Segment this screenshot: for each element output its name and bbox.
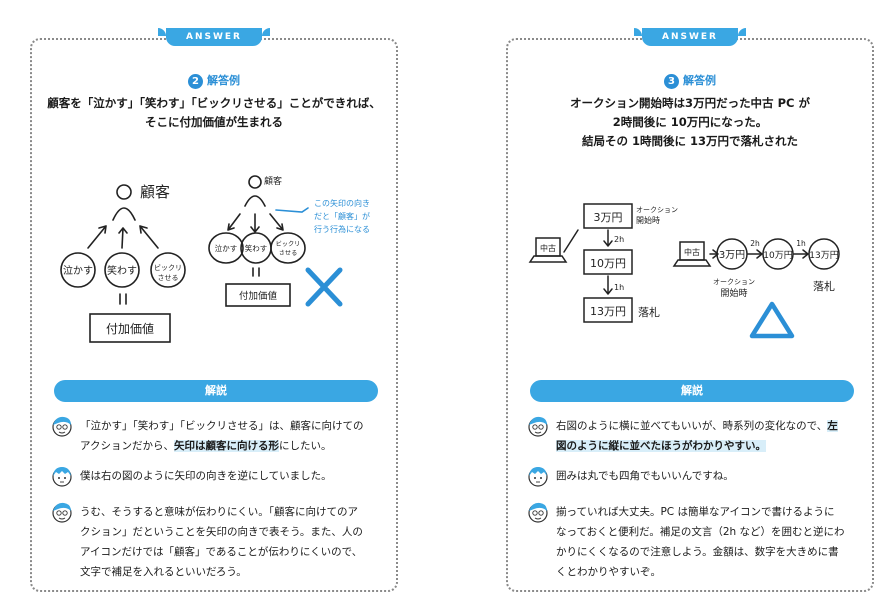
svg-text:オークション: オークション [713, 278, 755, 286]
customer-label: 顧客 [140, 183, 170, 201]
price-circle: 13万円 [809, 250, 838, 261]
svg-text:落札: 落札 [813, 280, 835, 293]
explanation-bar: 解説 [54, 380, 378, 402]
action-label: ビックリ [154, 263, 182, 272]
answer-headline: 顧客を「泣かす」「笑わす」「ビックリさせる」ことができれば、 そこに付加価値が生… [32, 94, 396, 132]
answer-number: 3 [664, 73, 679, 89]
answer-number: 2 [188, 73, 203, 89]
note-line: この矢印の向き [314, 198, 370, 208]
value-label: 付加価値 [106, 321, 154, 336]
headline-line: 顧客を「泣かす」「笑わす」「ビックリさせる」ことができれば、 [47, 96, 381, 110]
bad-cross-mark [305, 267, 343, 307]
highlighted-text: 図のように縦に並べたほうがわかりやすい。 [556, 440, 766, 452]
teacher-avatar-icon [528, 502, 548, 523]
customer-body [112, 207, 136, 221]
svg-text:させる: させる [279, 250, 298, 257]
customer-label-small: 顧客 [264, 175, 282, 187]
price-box: 13万円 [590, 305, 626, 318]
action-label: 笑わす [107, 264, 137, 277]
value-label-small: 付加価値 [239, 290, 278, 302]
price-circle: 10万円 [763, 250, 792, 261]
headline-line: オークション開始時は3万円だった中古 PC が [570, 96, 810, 110]
teacher-avatar-icon [52, 416, 72, 437]
headline-line: 結局その 1時間後に 13万円で落札された [581, 134, 798, 148]
action-label-small: 笑わす [245, 243, 268, 253]
teacher-avatar-icon [52, 502, 72, 523]
answer-heading-label: 解答例 [207, 74, 240, 87]
svg-text:させる: させる [158, 274, 179, 282]
customer-value-diagram: 顧客 顧客 泣かす 笑わす ビックリ させる 付加価値 泣かす 笑わす ビックリ… [60, 175, 370, 343]
svg-text:開始時: 開始時 [720, 287, 747, 299]
answer-heading: 3 解答例 [508, 72, 872, 89]
ok-triangle-mark [749, 301, 795, 339]
teacher-avatar-icon [528, 416, 548, 437]
answer-heading-label: 解答例 [683, 74, 716, 87]
answer-card-2: ANSWER 2 解答例 顧客を「泣かす」「笑わす」「ビックリさせる」ことができれ… [30, 28, 398, 592]
svg-text:ビックリ: ビックリ [276, 240, 301, 248]
action-label-small: 泣かす [215, 243, 238, 253]
start-label: オークション [636, 206, 678, 214]
answer-tab: ANSWER [634, 28, 746, 46]
hours-label: 1h [614, 283, 624, 292]
pc-label: 中古 [684, 247, 700, 257]
price-circle: 3万円 [719, 250, 745, 261]
price-box: 10万円 [590, 257, 626, 270]
student-avatar-icon [52, 467, 72, 487]
highlighted-text: 矢印は顧客に向ける形 [173, 440, 279, 452]
hours-label: 2h [614, 235, 624, 244]
headline-line: そこに付加価値が生まれる [145, 115, 283, 129]
action-label: 泣かす [63, 264, 93, 277]
answer-tab: ANSWER [158, 28, 270, 46]
start-label: 開始時 [636, 215, 660, 225]
svg-text:2h: 2h [750, 239, 760, 248]
pc-label: 中古 [540, 243, 556, 253]
explanation-bar: 解説 [530, 380, 854, 402]
answer-headline: オークション開始時は3万円だった中古 PC が 2時間後に 10万円になった。 … [508, 94, 872, 151]
answer-card-3: ANSWER 3 解答例 オークション開始時は3万円だった中古 PC が 2時間後… [506, 28, 874, 592]
customer-person-icon-small [248, 175, 262, 189]
student-avatar-icon [528, 467, 548, 487]
price-box: 3万円 [594, 211, 623, 224]
answer-heading: 2 解答例 [32, 72, 396, 89]
note-line: 行う行為になる [314, 224, 370, 234]
customer-person-icon [116, 184, 132, 200]
won-label: 落札 [638, 306, 660, 319]
svg-text:1h: 1h [796, 239, 806, 248]
auction-price-diagram: 中古 中古 3万円 10万円 13万円 オークション 開始時 2h 1h 落札 … [528, 203, 840, 339]
headline-line: 2時間後に 10万円になった。 [612, 115, 768, 129]
note-line: だと「顧客」が [314, 211, 370, 221]
